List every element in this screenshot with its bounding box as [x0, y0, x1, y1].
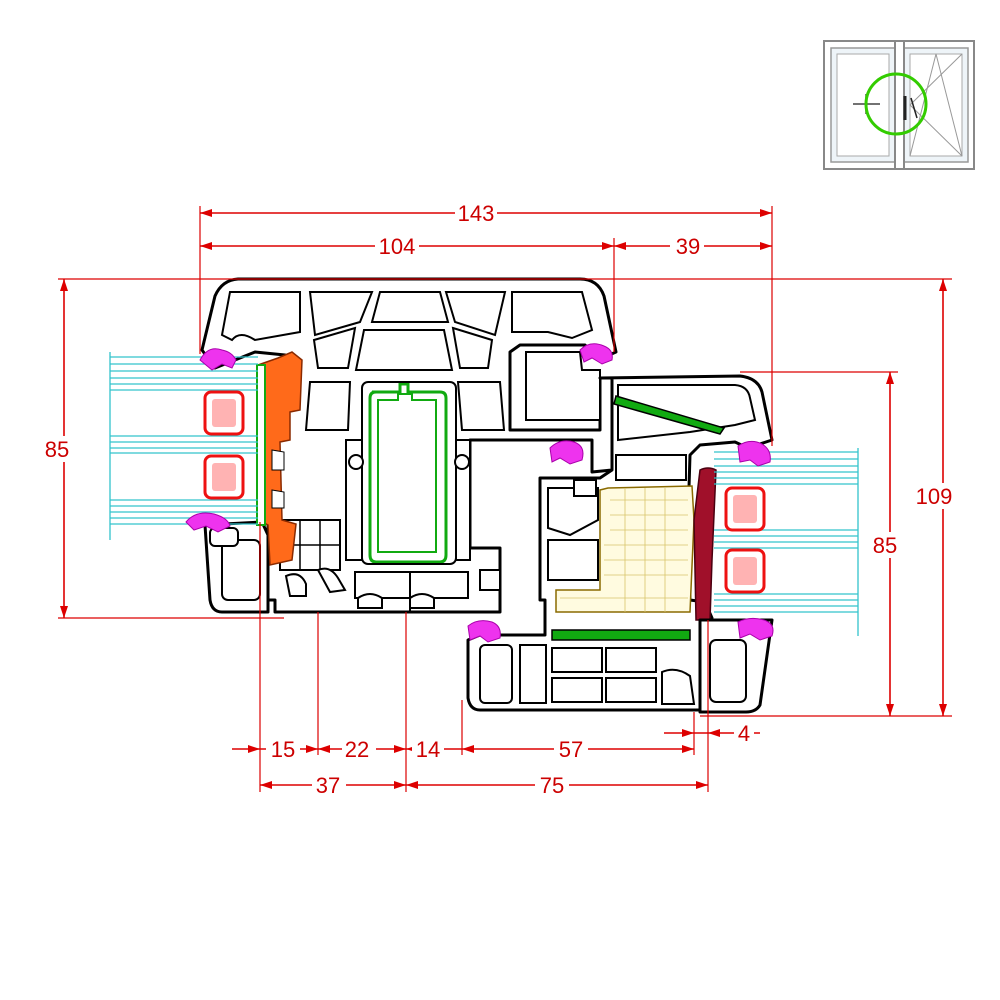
dim-bottom-22: 22	[345, 737, 369, 762]
dim-bottom-57: 57	[559, 737, 583, 762]
left-glazing-bead-bottom	[203, 520, 270, 614]
gaskets	[185, 343, 774, 643]
dim-top-overall: 143	[458, 201, 495, 226]
thermal-insert	[693, 467, 717, 621]
sash-profile	[466, 374, 774, 712]
keyplan-highlight-circle	[864, 72, 928, 136]
dim-right-height-overall: 109	[916, 484, 953, 509]
window-keyplan-icon	[823, 40, 975, 170]
dim-bottom-75: 75	[540, 773, 564, 798]
dim-left-height: 85	[45, 437, 69, 462]
right-glass-unit	[714, 448, 859, 636]
foam-pattern	[560, 488, 688, 612]
dimension-labels: 143 104 39 85 85 109 15 22 14 57 4 37 75	[40, 200, 958, 799]
dim-bottom-37: 37	[316, 773, 340, 798]
dim-bottom-14: 14	[416, 737, 440, 762]
left-spacers	[203, 390, 245, 500]
dim-bottom-15: 15	[271, 737, 295, 762]
frame-bottom-details	[284, 439, 501, 609]
dim-top-right: 39	[676, 234, 700, 259]
steel-reinforcement	[361, 381, 457, 565]
left-glass-unit	[109, 352, 258, 540]
left-seal-strip	[256, 364, 266, 526]
dim-top-left: 104	[379, 234, 416, 259]
dim-bottom-4: 4	[738, 721, 750, 746]
dim-right-height-inner: 85	[873, 533, 897, 558]
right-glazing-bead	[698, 618, 774, 714]
right-spacers	[724, 486, 766, 594]
